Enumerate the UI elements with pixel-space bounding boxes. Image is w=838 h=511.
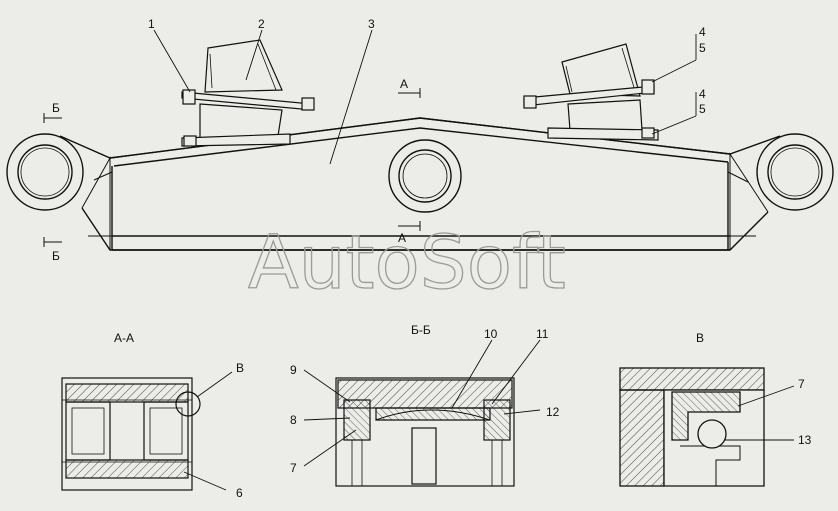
section-bb <box>303 339 541 487</box>
callout-7-bb: 7 <box>290 461 297 475</box>
callout-11: 11 <box>536 327 549 341</box>
right-nut-b <box>641 79 655 95</box>
v-top-hatch <box>619 367 765 391</box>
aa-bottom-hatch <box>65 459 189 479</box>
right-nut-c <box>641 127 655 139</box>
bb-center-rib <box>411 427 437 485</box>
right-pad-bottom <box>567 99 643 131</box>
callout-7-v: 7 <box>798 377 805 391</box>
labels: 1 2 3 4 5 4 5 А А Б Б А-А Б-Б В В 6 9 8 … <box>52 17 812 500</box>
watermark-text: AutoSoft <box>248 220 566 306</box>
callout-6: 6 <box>236 486 243 500</box>
section-title-v: В <box>696 331 704 345</box>
left-base-plate <box>181 133 291 147</box>
left-eye-bushing <box>20 147 70 197</box>
callout-3: 3 <box>368 17 375 31</box>
right-eye-outer <box>756 133 834 211</box>
v-o-ring <box>697 419 727 449</box>
aa-detail-circle-v <box>175 391 201 417</box>
left-pad-top <box>204 39 283 93</box>
callout-9: 9 <box>290 363 297 377</box>
callout-4-bottom: 4 <box>699 87 706 101</box>
left-eye-outer <box>6 133 84 211</box>
section-mark-b-top: Б <box>52 101 60 115</box>
section-mark-a-bottom: А <box>398 231 406 245</box>
section-cut-marks <box>43 88 421 247</box>
callout-5-bottom: 5 <box>699 102 706 116</box>
right-gusset <box>727 152 769 250</box>
left-mount-bracket <box>181 39 315 147</box>
section-aa <box>61 371 233 491</box>
right-eye-bushing <box>770 147 820 197</box>
callout-1: 1 <box>148 17 155 31</box>
callout-12: 12 <box>546 405 560 419</box>
callout-10: 10 <box>484 327 498 341</box>
center-hub-inner <box>402 153 448 199</box>
v-left-hatch <box>619 389 665 487</box>
callout-13: 13 <box>798 433 812 447</box>
center-hub-bore <box>398 149 452 203</box>
callout-2: 2 <box>258 17 265 31</box>
callout-4-top: 4 <box>699 25 706 39</box>
callout-5-top: 5 <box>699 41 706 55</box>
section-mark-b-bottom: Б <box>52 249 60 263</box>
left-pad-bottom <box>199 103 283 139</box>
aa-top-hatch <box>65 383 189 403</box>
left-nut-c <box>183 135 197 147</box>
left-gusset <box>81 156 113 250</box>
callout-8: 8 <box>290 413 297 427</box>
section-title-aa: А-А <box>114 331 134 345</box>
left-nut-b <box>301 97 315 111</box>
center-hub-outer <box>388 139 462 213</box>
section-title-bb: Б-Б <box>411 323 431 337</box>
right-base-plate <box>547 127 659 141</box>
aa-right-bushing <box>143 401 189 461</box>
bottom-flange <box>112 235 730 251</box>
left-eye-bore <box>17 144 73 200</box>
callout-v-ref: В <box>236 361 244 375</box>
right-mount-bracket <box>523 43 659 141</box>
right-nut-a <box>523 95 537 109</box>
detail-v <box>619 367 795 487</box>
bb-left-seal <box>343 399 371 441</box>
leader-lines-top <box>153 29 697 165</box>
left-nut-a <box>182 89 196 105</box>
aa-left-bushing <box>65 401 111 461</box>
right-eye-bore <box>767 144 823 200</box>
bb-right-seal <box>483 399 511 441</box>
section-mark-a-top: А <box>400 77 408 91</box>
v-seal-profile <box>671 391 741 441</box>
right-pad-top <box>561 43 641 97</box>
